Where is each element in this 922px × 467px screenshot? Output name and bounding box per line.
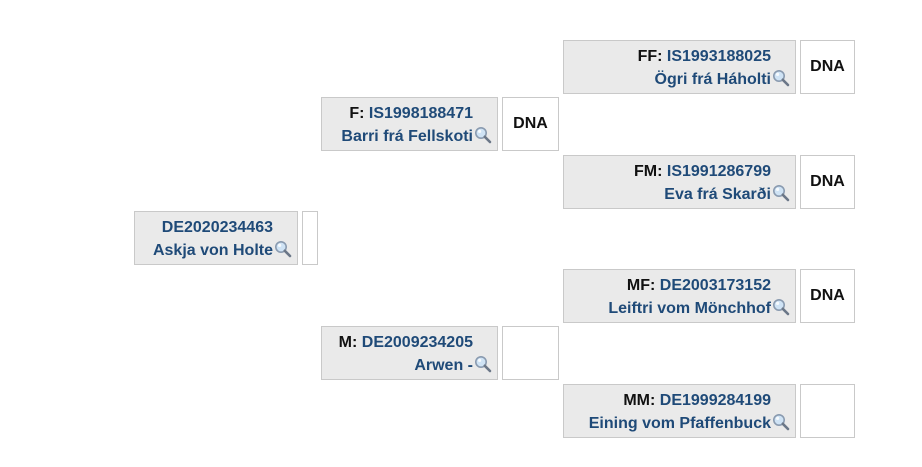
horse-name-link[interactable]: Arwen - xyxy=(414,357,473,374)
horse-card-mother: M: DE2009234205 Arwen - xyxy=(321,326,498,380)
role-label: FF xyxy=(637,48,658,65)
dna-badge xyxy=(502,326,559,380)
registration-number: DE2020234463 xyxy=(161,219,273,236)
search-icon[interactable] xyxy=(771,68,791,88)
separator: : xyxy=(650,277,660,294)
role-label: FM xyxy=(634,163,658,180)
horse-name-link[interactable]: Ögri frá Háholti xyxy=(654,71,771,88)
horse-name-link[interactable]: Askja von Holte xyxy=(152,242,273,259)
separator: : xyxy=(657,48,667,65)
dna-badge: DNA xyxy=(800,155,855,209)
horse-card-mm: MM: DE1999284199 Eining vom Pfaffenbuck xyxy=(563,384,796,438)
separator: : xyxy=(650,392,660,409)
horse-card-ff: FF: IS1993188025 Ögri frá Háholti xyxy=(563,40,796,94)
role-label: MF xyxy=(626,277,650,294)
role-label: M xyxy=(338,334,352,351)
search-icon[interactable] xyxy=(771,297,791,317)
horse-name-link[interactable]: Eining vom Pfaffenbuck xyxy=(588,415,771,432)
dna-badge: DNA xyxy=(502,97,559,151)
registration-number: DE1999284199 xyxy=(659,392,771,409)
registration-number: IS1991286799 xyxy=(666,163,771,180)
search-icon[interactable] xyxy=(473,125,493,145)
horse-name-link[interactable]: Eva frá Skarði xyxy=(664,186,771,203)
horse-card-fm: FM: IS1991286799 Eva frá Skarði xyxy=(563,155,796,209)
horse-name-link[interactable]: Leiftri vom Mönchhof xyxy=(608,300,771,317)
horse-name-link[interactable]: Barri frá Fellskoti xyxy=(341,128,473,145)
dna-badge xyxy=(800,384,855,438)
search-icon[interactable] xyxy=(473,354,493,374)
separator: : xyxy=(352,334,362,351)
dna-badge xyxy=(302,211,318,265)
dna-badge: DNA xyxy=(800,40,855,94)
registration-number: DE2009234205 xyxy=(361,334,473,351)
registration-number: IS1993188025 xyxy=(666,48,771,65)
search-icon[interactable] xyxy=(771,412,791,432)
horse-card-subject: DE2020234463 Askja von Holte xyxy=(134,211,298,265)
registration-number: IS1998188471 xyxy=(368,105,473,122)
dna-badge: DNA xyxy=(800,269,855,323)
role-label: MM xyxy=(623,392,650,409)
horse-card-mf: MF: DE2003173152 Leiftri vom Mönchhof xyxy=(563,269,796,323)
search-icon[interactable] xyxy=(273,239,293,259)
search-icon[interactable] xyxy=(771,183,791,203)
registration-number: DE2003173152 xyxy=(659,277,771,294)
separator: : xyxy=(359,105,369,122)
separator: : xyxy=(657,163,667,180)
horse-card-father: F: IS1998188471 Barri frá Fellskoti xyxy=(321,97,498,151)
role-label: F xyxy=(349,105,360,122)
